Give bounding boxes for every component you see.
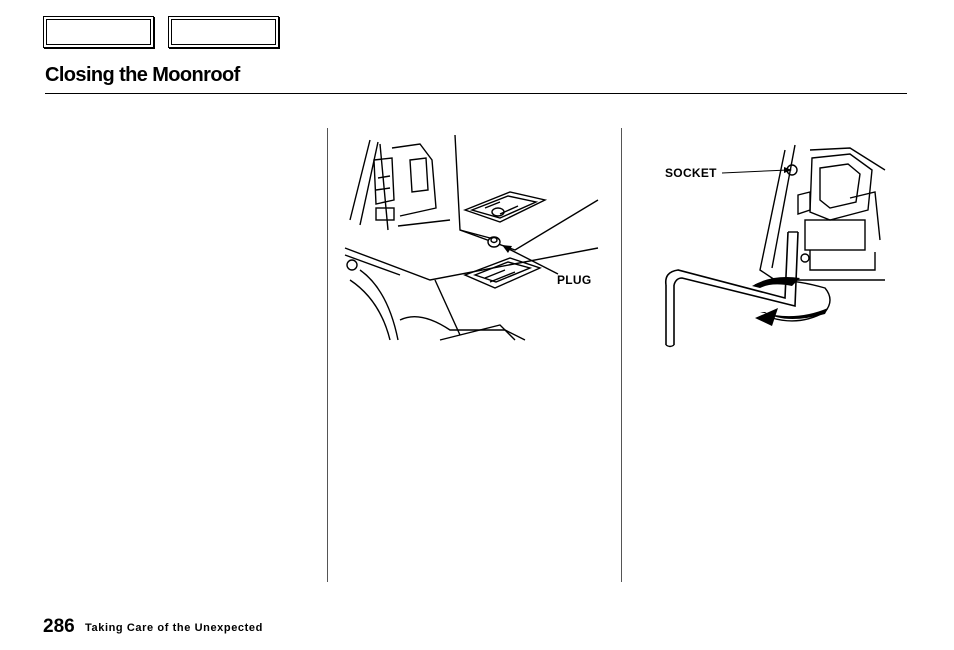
socket-illustration bbox=[664, 144, 886, 348]
nav-tab-2[interactable] bbox=[168, 16, 279, 48]
plug-label: PLUG bbox=[557, 273, 592, 287]
page-title: Closing the Moonroof bbox=[45, 64, 240, 86]
column-divider-1 bbox=[327, 128, 328, 582]
section-name: Taking Care of the Unexpected bbox=[85, 622, 263, 634]
nav-tab-1[interactable] bbox=[43, 16, 154, 48]
column-divider-2 bbox=[621, 128, 622, 582]
plug-illustration bbox=[344, 134, 599, 341]
socket-label: SOCKET bbox=[665, 166, 717, 180]
title-rule bbox=[45, 93, 907, 94]
page-number: 286 bbox=[43, 616, 75, 637]
